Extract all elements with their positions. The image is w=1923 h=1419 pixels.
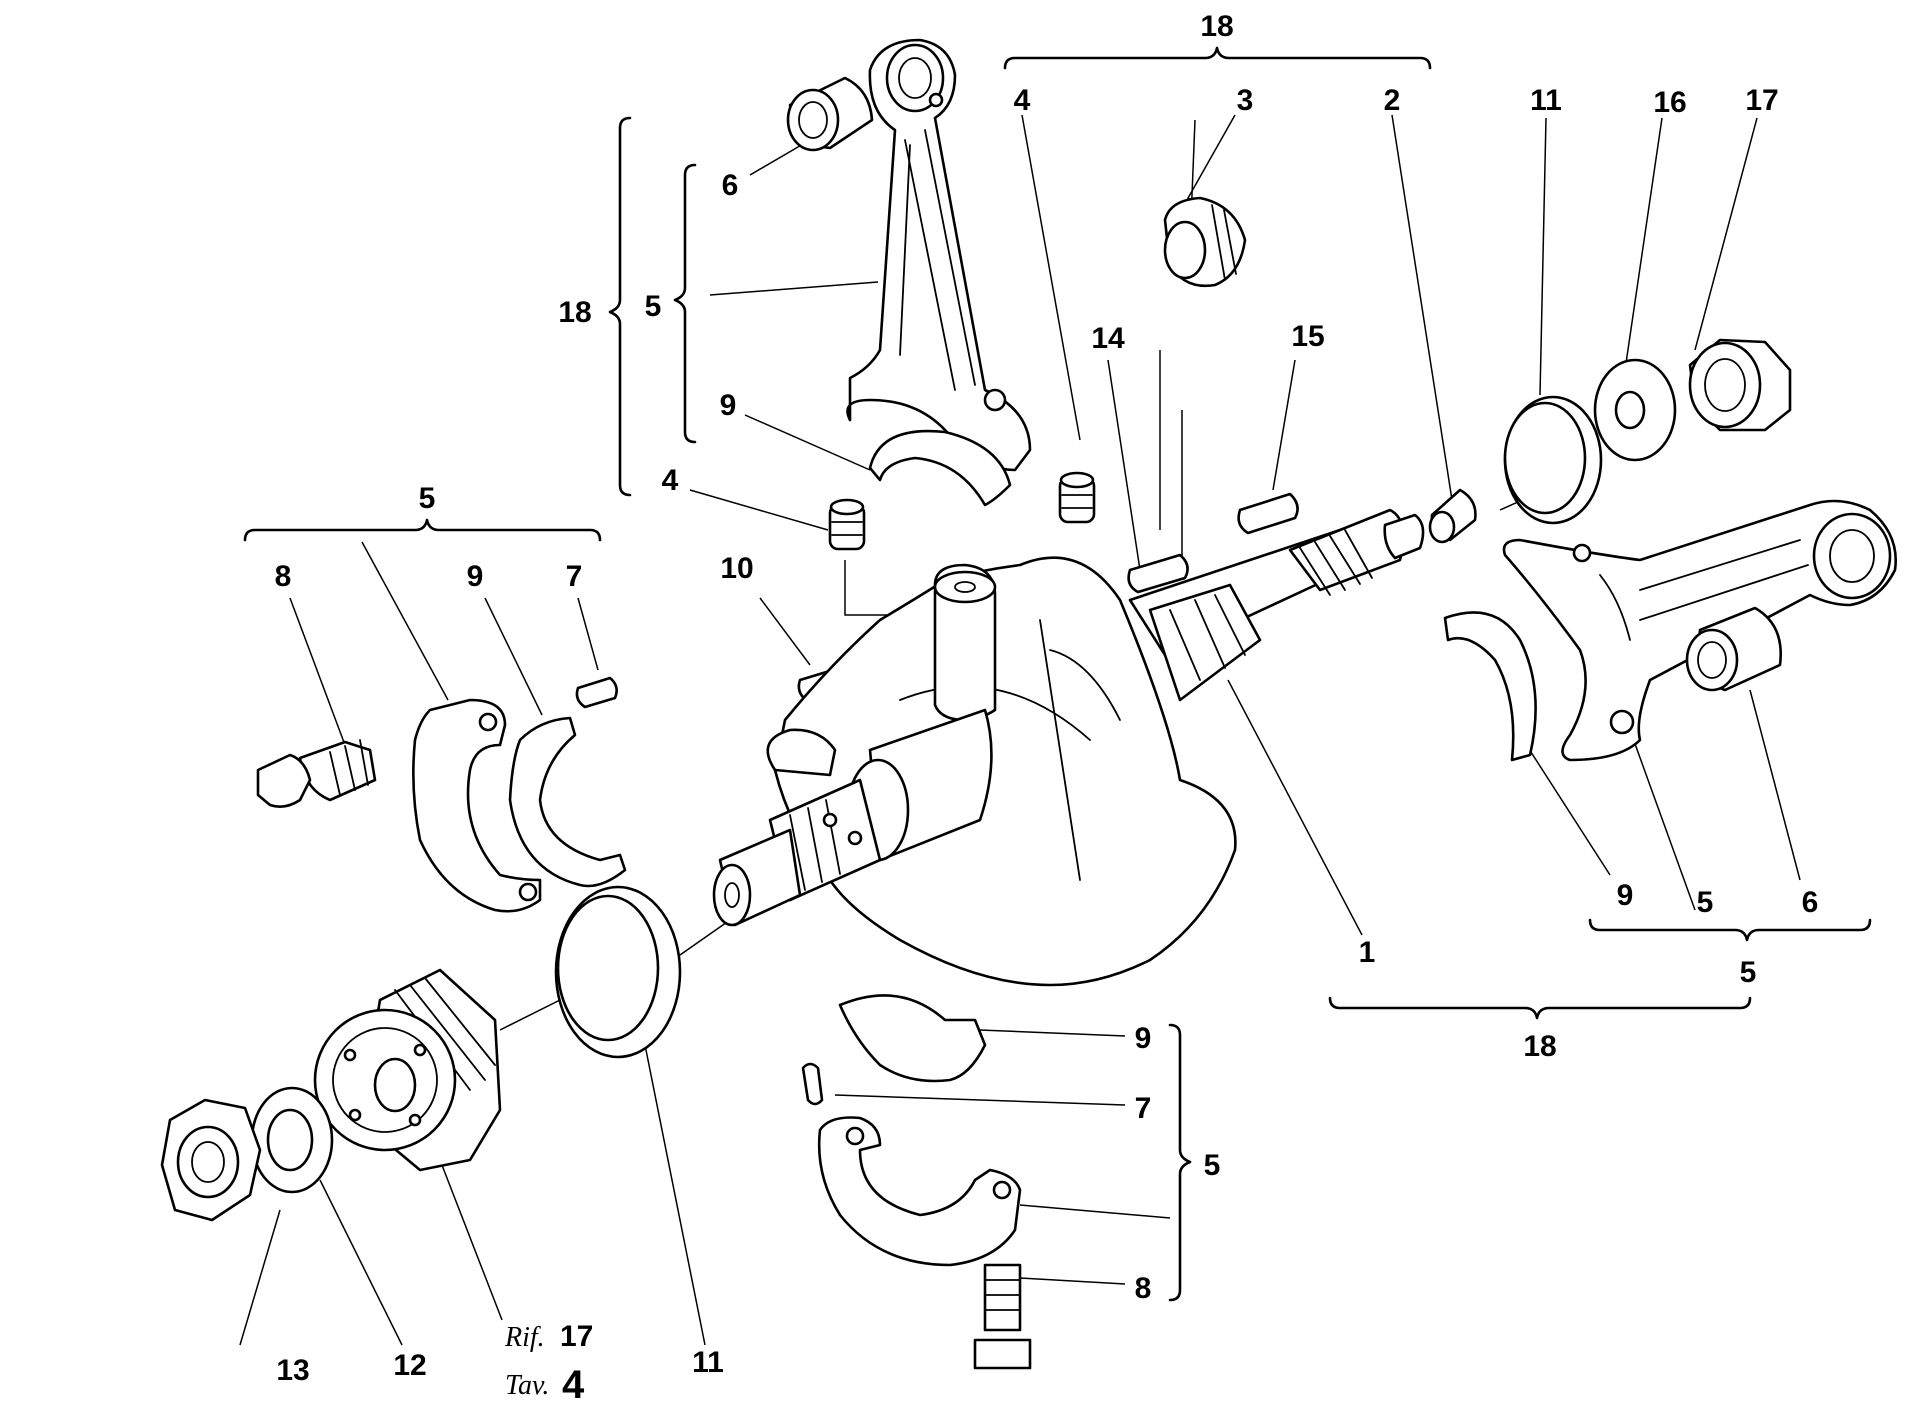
callout-8-left: 8 [275,560,292,593]
thrust-washer-11-bottom [554,885,682,1059]
plug-3 [1163,196,1247,288]
callout-15: 15 [1291,320,1324,353]
grub-screw-4-top [1058,471,1096,524]
callout-numbers: 18 4 3 2 11 16 17 6 18 5 9 14 15 4 5 8 9… [275,10,1819,1387]
callout-9-top: 9 [720,389,737,422]
callout-9-left: 9 [467,560,484,593]
washer-16 [1593,358,1677,462]
bracket-18-top [1003,46,1432,70]
callout-13: 13 [276,1354,309,1387]
bracket-5-bottom [1168,1023,1192,1302]
bracket-5-right [1588,918,1872,942]
callout-5-rightgroup: 5 [1740,956,1757,989]
callout-18-bottom: 18 [1523,1030,1556,1063]
callout-4-mid: 4 [662,464,679,497]
callout-10: 10 [720,552,753,585]
nut-17 [1688,338,1792,432]
callout-9-right: 9 [1617,879,1634,912]
callout-5-left: 5 [645,290,662,323]
bracket-18-bottom [1328,996,1752,1020]
callout-9-bottom: 9 [1135,1022,1152,1055]
bracket-5-midleft [243,518,602,542]
bottom-left-parts [160,885,682,1222]
key-15 [1237,492,1299,535]
callout-11-bottom: 11 [692,1346,724,1379]
rif-value: 17 [560,1320,593,1353]
callout-16: 16 [1653,86,1686,119]
callout-4-top: 4 [1014,84,1031,117]
reference-note: Rif. 17 Tav. 4 [504,1320,593,1407]
pin-7-bottom [801,1062,824,1106]
right-washers [1503,338,1792,525]
bushing-right [1685,606,1782,692]
rif-label: Rif. [504,1322,545,1353]
bearing-cap-left [412,698,542,913]
callout-5-midleft: 5 [419,482,436,515]
callout-5-right: 5 [1697,886,1714,919]
group-brackets [243,46,1872,1302]
bearing-cap-bottom [817,1116,1022,1267]
callout-6-right: 6 [1802,886,1819,919]
tav-value: 4 [562,1363,585,1407]
bearing-shell-right [1443,611,1537,762]
callout-18-top: 18 [1200,10,1233,43]
grub-screw-2 [1428,488,1477,544]
tav-label: Tav. [505,1370,549,1401]
conrod-right [1443,499,1897,762]
conrod-top [786,38,1032,507]
crank-web [773,556,1237,987]
callout-6-top: 6 [722,169,739,202]
bearing-cap-bottom-group [801,994,1032,1370]
callout-18-left: 18 [558,296,591,329]
bearing-shell-top [868,429,1012,507]
callout-8-bottom: 8 [1135,1272,1152,1305]
callout-3: 3 [1237,84,1254,117]
callout-14: 14 [1091,322,1125,355]
timing-gear-12 [313,968,502,1172]
bushing-top [786,76,874,152]
callout-5-bottomgroup: 5 [1204,1149,1221,1182]
bolt-8-left [256,739,377,808]
callout-2: 2 [1384,84,1401,117]
callout-17: 17 [1745,84,1778,117]
bracket-5-left [673,163,697,444]
callout-12: 12 [393,1349,426,1382]
bearing-shell-left [508,716,627,888]
bracket-18-left [608,116,632,497]
callout-1: 1 [1359,936,1376,969]
callout-7-bottom: 7 [1135,1092,1152,1125]
callout-11-top: 11 [1530,84,1562,117]
key-14 [1127,553,1189,594]
thrust-washer-11-top [1503,395,1603,525]
conrod-top-small-end [885,43,945,113]
pin-7-left [575,676,618,709]
callout-7-left: 7 [566,560,583,593]
crankshaft [712,508,1425,987]
washer-12 [250,1086,334,1194]
grub-screw-4-mid [828,498,866,551]
bolt-8-bottom [973,1263,1032,1370]
bearing-cap-left-group [256,698,627,913]
small-parts-top [575,196,1477,709]
nut-13 [160,1098,262,1222]
bearing-shell-bottom [838,994,987,1083]
